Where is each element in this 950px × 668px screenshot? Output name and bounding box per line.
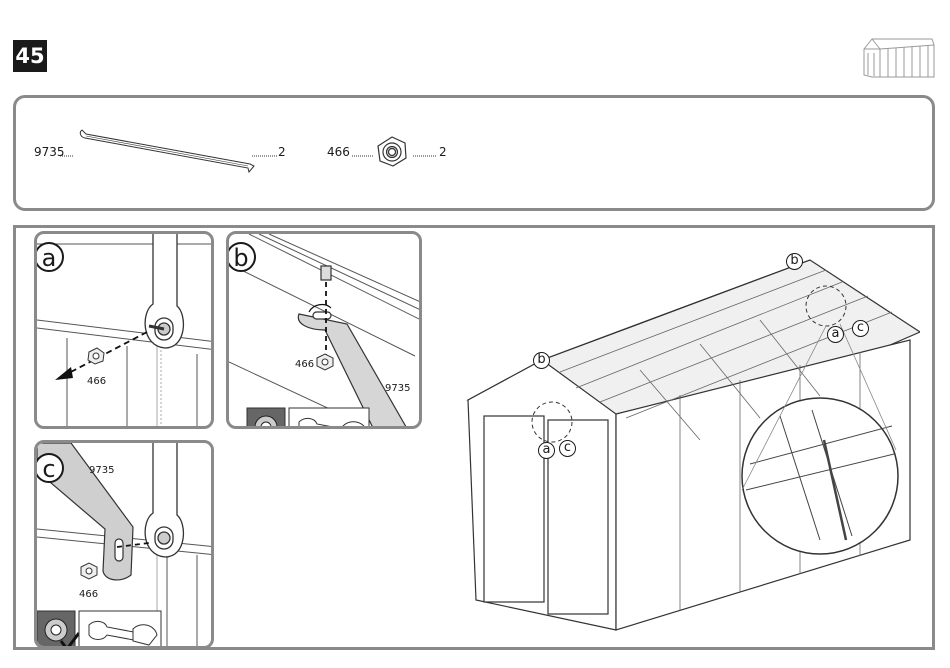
detail-b-nut-label: 466 bbox=[295, 359, 314, 370]
detail-letter-c: c bbox=[34, 453, 64, 483]
detail-panel-b: b 466 9735 bbox=[226, 231, 422, 429]
detail-c-bar-label: 9735 bbox=[89, 465, 114, 476]
part-code-466: 466 bbox=[327, 145, 350, 159]
detail-panel-a: a 466 bbox=[34, 231, 214, 429]
shed-callout-front-a: a bbox=[538, 442, 555, 459]
detail-b-bar-label: 9735 bbox=[385, 383, 410, 394]
parts-list-box: 9735 2 466 2 bbox=[13, 95, 935, 211]
shed-illustration bbox=[440, 240, 920, 640]
step-number: 45 bbox=[13, 40, 47, 72]
part-quantity-466: 2 bbox=[439, 145, 447, 159]
shed-callout-rear-b: b bbox=[786, 253, 803, 270]
shed-callout-rear-a: a bbox=[827, 326, 844, 343]
shed-callout-front-c: c bbox=[559, 440, 576, 457]
shed-thumbnail-icon bbox=[862, 35, 936, 81]
shed-callout-front-b: b bbox=[533, 352, 550, 369]
detail-letter-b: b bbox=[226, 242, 256, 272]
hex-nut-icon bbox=[375, 135, 409, 169]
support-bar-icon bbox=[78, 128, 258, 176]
detail-c-nut-label: 466 bbox=[79, 589, 98, 600]
part-quantity-9735: 2 bbox=[278, 145, 286, 159]
detail-panel-c: c 9735 466 bbox=[34, 440, 214, 649]
detail-letter-a: a bbox=[34, 242, 64, 272]
shed-callout-rear-c: c bbox=[852, 320, 869, 337]
detail-a-nut-label: 466 bbox=[87, 376, 106, 387]
